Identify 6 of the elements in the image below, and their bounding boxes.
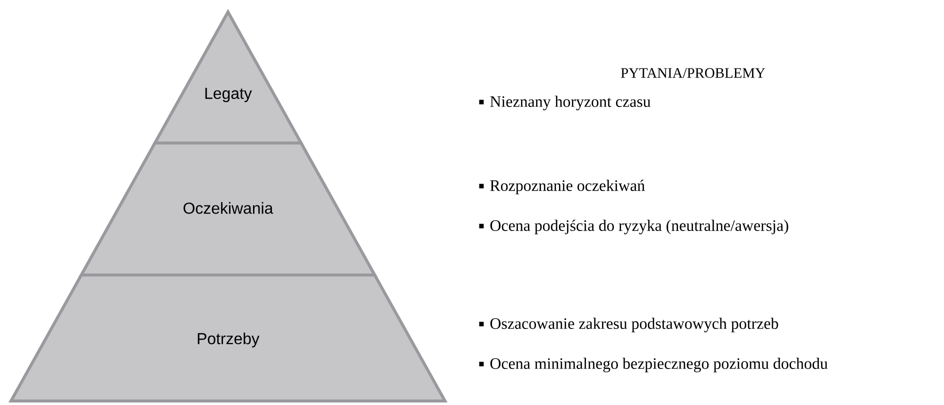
column-heading: PYTANIA/PROBLEMY xyxy=(620,68,766,78)
bullet-item: Oszacowanie zakresu podstawowych potrzeb xyxy=(479,318,778,332)
bullet-item: Ocena minimalnego bezpiecznego poziomu dochodu xyxy=(479,358,828,372)
bullet-item: Nieznany horyzont czasu xyxy=(479,96,651,110)
bullet-item: Ocena podejścia do ryzyka (neutralne/awersja) xyxy=(479,220,788,234)
bullet-item: Rozpoznanie oczekiwań xyxy=(479,180,645,194)
